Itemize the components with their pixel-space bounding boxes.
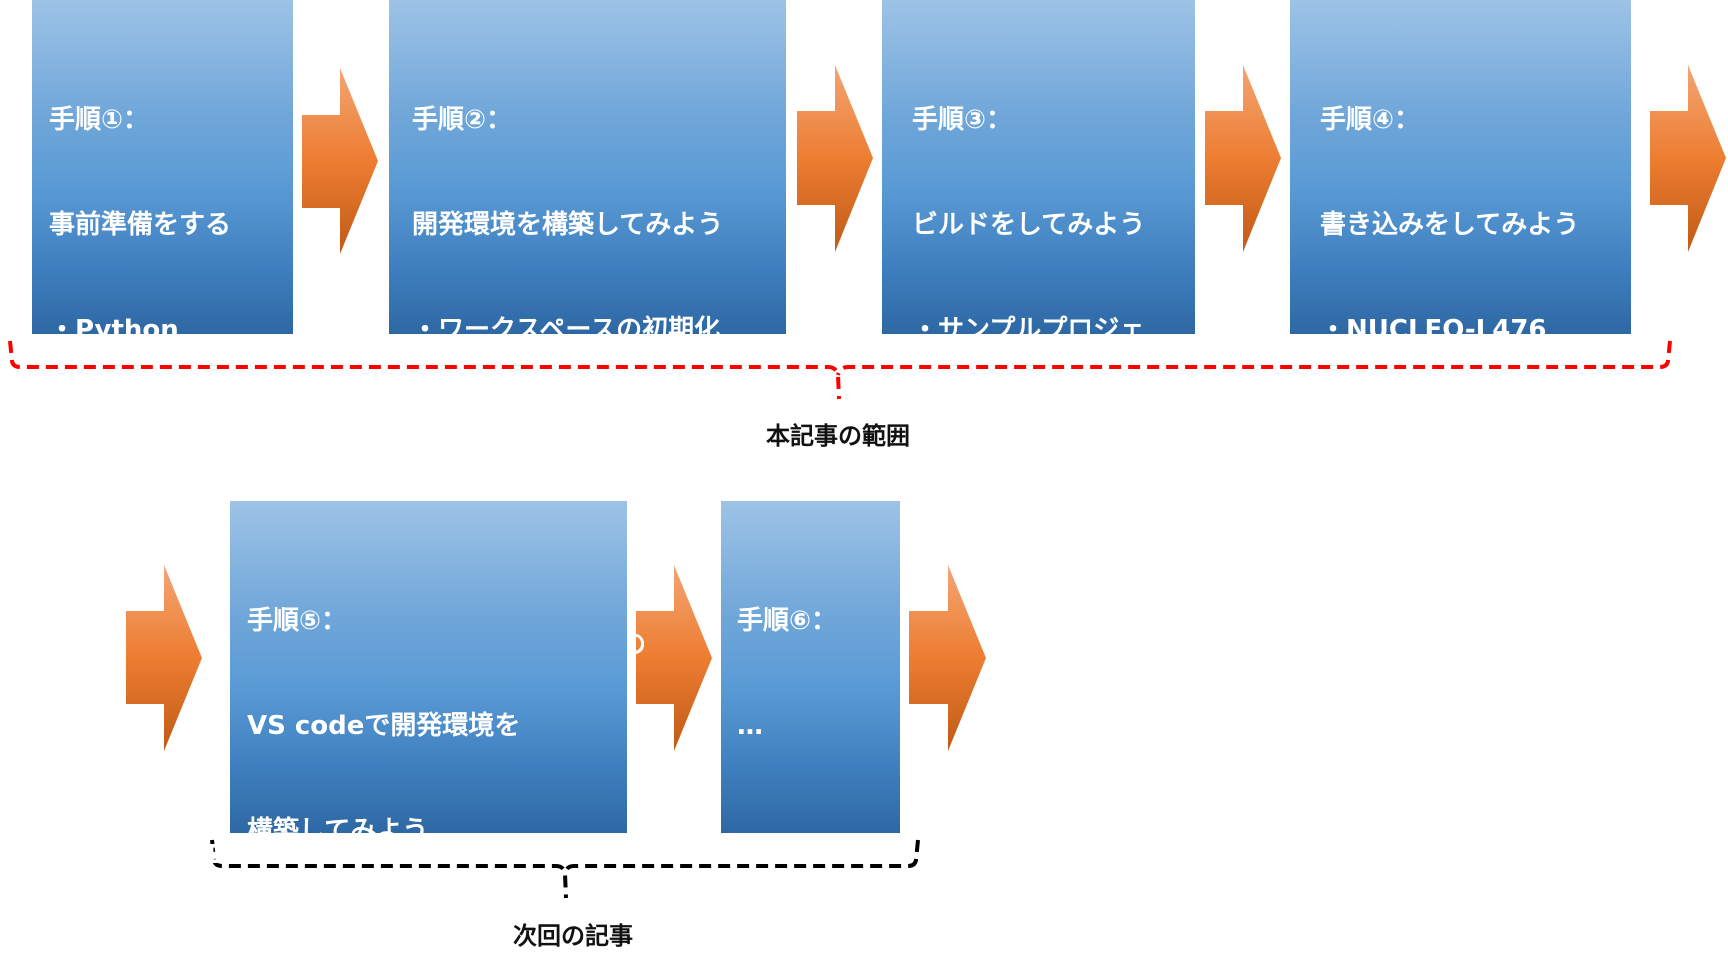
arrow-into-step5 xyxy=(126,565,202,751)
step-1-item: ・CMake xyxy=(49,420,172,450)
step-5-heading: 構築してみよう xyxy=(247,816,429,846)
step-3-title: 手順③： xyxy=(912,105,1013,135)
arrow-step4-to-next xyxy=(1650,65,1726,252)
step-box-6: 手順⑥： … … xyxy=(721,501,900,846)
arrow-step6-to-next xyxy=(909,565,986,751)
step-6-item: … xyxy=(737,711,763,741)
step-box-4: 手順④： 書き込みをしてみよう ・NUCLEO-L476 ・FRDM-IMX93… xyxy=(1290,0,1631,555)
step-3-heading: ビルドをしてみよう xyxy=(912,210,1146,240)
step-2-item: ・ワークスペースの初期化 xyxy=(412,315,721,345)
step-4-item: ・FRDM-IMX93 xyxy=(1320,420,1534,450)
arrow-step2-to-step3 xyxy=(797,65,873,252)
step-4-heading: 書き込みをしてみよう xyxy=(1320,210,1580,240)
step-1-item: ・GNU xyxy=(49,735,140,765)
step-6-content: 手順⑥： … … xyxy=(737,534,837,919)
step-1-item: ・Python xyxy=(49,315,179,345)
step-5-content: 手順⑤： VS codeで開発環境を 構築してみよう xyxy=(247,534,520,919)
step-1-item: ・Zephyr SDK xyxy=(49,840,248,870)
step-3-item: ・サンプルプロジェ xyxy=(912,315,1146,345)
step-1-item: ・Ninja xyxy=(49,525,151,555)
arrow-step3-to-step4 xyxy=(1205,65,1281,252)
current-article-bracket xyxy=(8,340,1672,400)
next-article-label: 次回の記事 xyxy=(513,922,633,950)
arrow-step1-to-step2 xyxy=(302,68,378,254)
step-2-item: ・依存モジュールの取得 xyxy=(412,420,697,450)
step-5-title: 手順⑤： xyxy=(247,606,348,636)
step-1-item: ・Git xyxy=(49,630,118,660)
step-2-title: 手順②： xyxy=(412,105,513,135)
step-4-item: ・NUCLEO-L476 xyxy=(1320,315,1547,345)
step-box-5: 手順⑤： VS codeで開発環境を 構築してみよう xyxy=(230,501,627,846)
arrow-step5-to-step6 xyxy=(636,565,712,751)
step-2-heading: 開発環境を構築してみよう xyxy=(412,210,724,240)
step-5-heading: VS codeで開発環境を xyxy=(247,711,521,741)
next-article-bracket xyxy=(210,839,920,899)
step-3-item: クト(Hello World) xyxy=(912,420,1158,450)
step-1-title: 手順①： xyxy=(49,105,150,135)
step-1-content: 手順①： 事前準備をする ・Python ・CMake ・Ninja ・Git … xyxy=(49,33,248,943)
step-box-2: 手順②： 開発環境を構築してみよう ・ワークスペースの初期化 ・依存モジュールの… xyxy=(389,0,786,765)
step-1-heading: 事前準備をする xyxy=(49,210,232,240)
step-box-1: 手順①： 事前準備をする ・Python ・CMake ・Ninja ・Git … xyxy=(32,0,293,870)
step-4-item: ・XIAO nRF45L15 xyxy=(1320,525,1573,555)
current-article-scope-label: 本記事の範囲 xyxy=(766,422,910,450)
step-box-3: 手順③： ビルドをしてみよう ・サンプルプロジェ クト(Hello World) xyxy=(882,0,1195,450)
step-4-content: 手順④： 書き込みをしてみよう ・NUCLEO-L476 ・FRDM-IMX93… xyxy=(1320,33,1579,628)
step-4-title: 手順④： xyxy=(1320,105,1421,135)
step-6-item: … xyxy=(737,816,763,846)
step-6-title: 手順⑥： xyxy=(737,606,838,636)
step-3-content: 手順③： ビルドをしてみよう ・サンプルプロジェ クト(Hello World) xyxy=(912,33,1158,523)
